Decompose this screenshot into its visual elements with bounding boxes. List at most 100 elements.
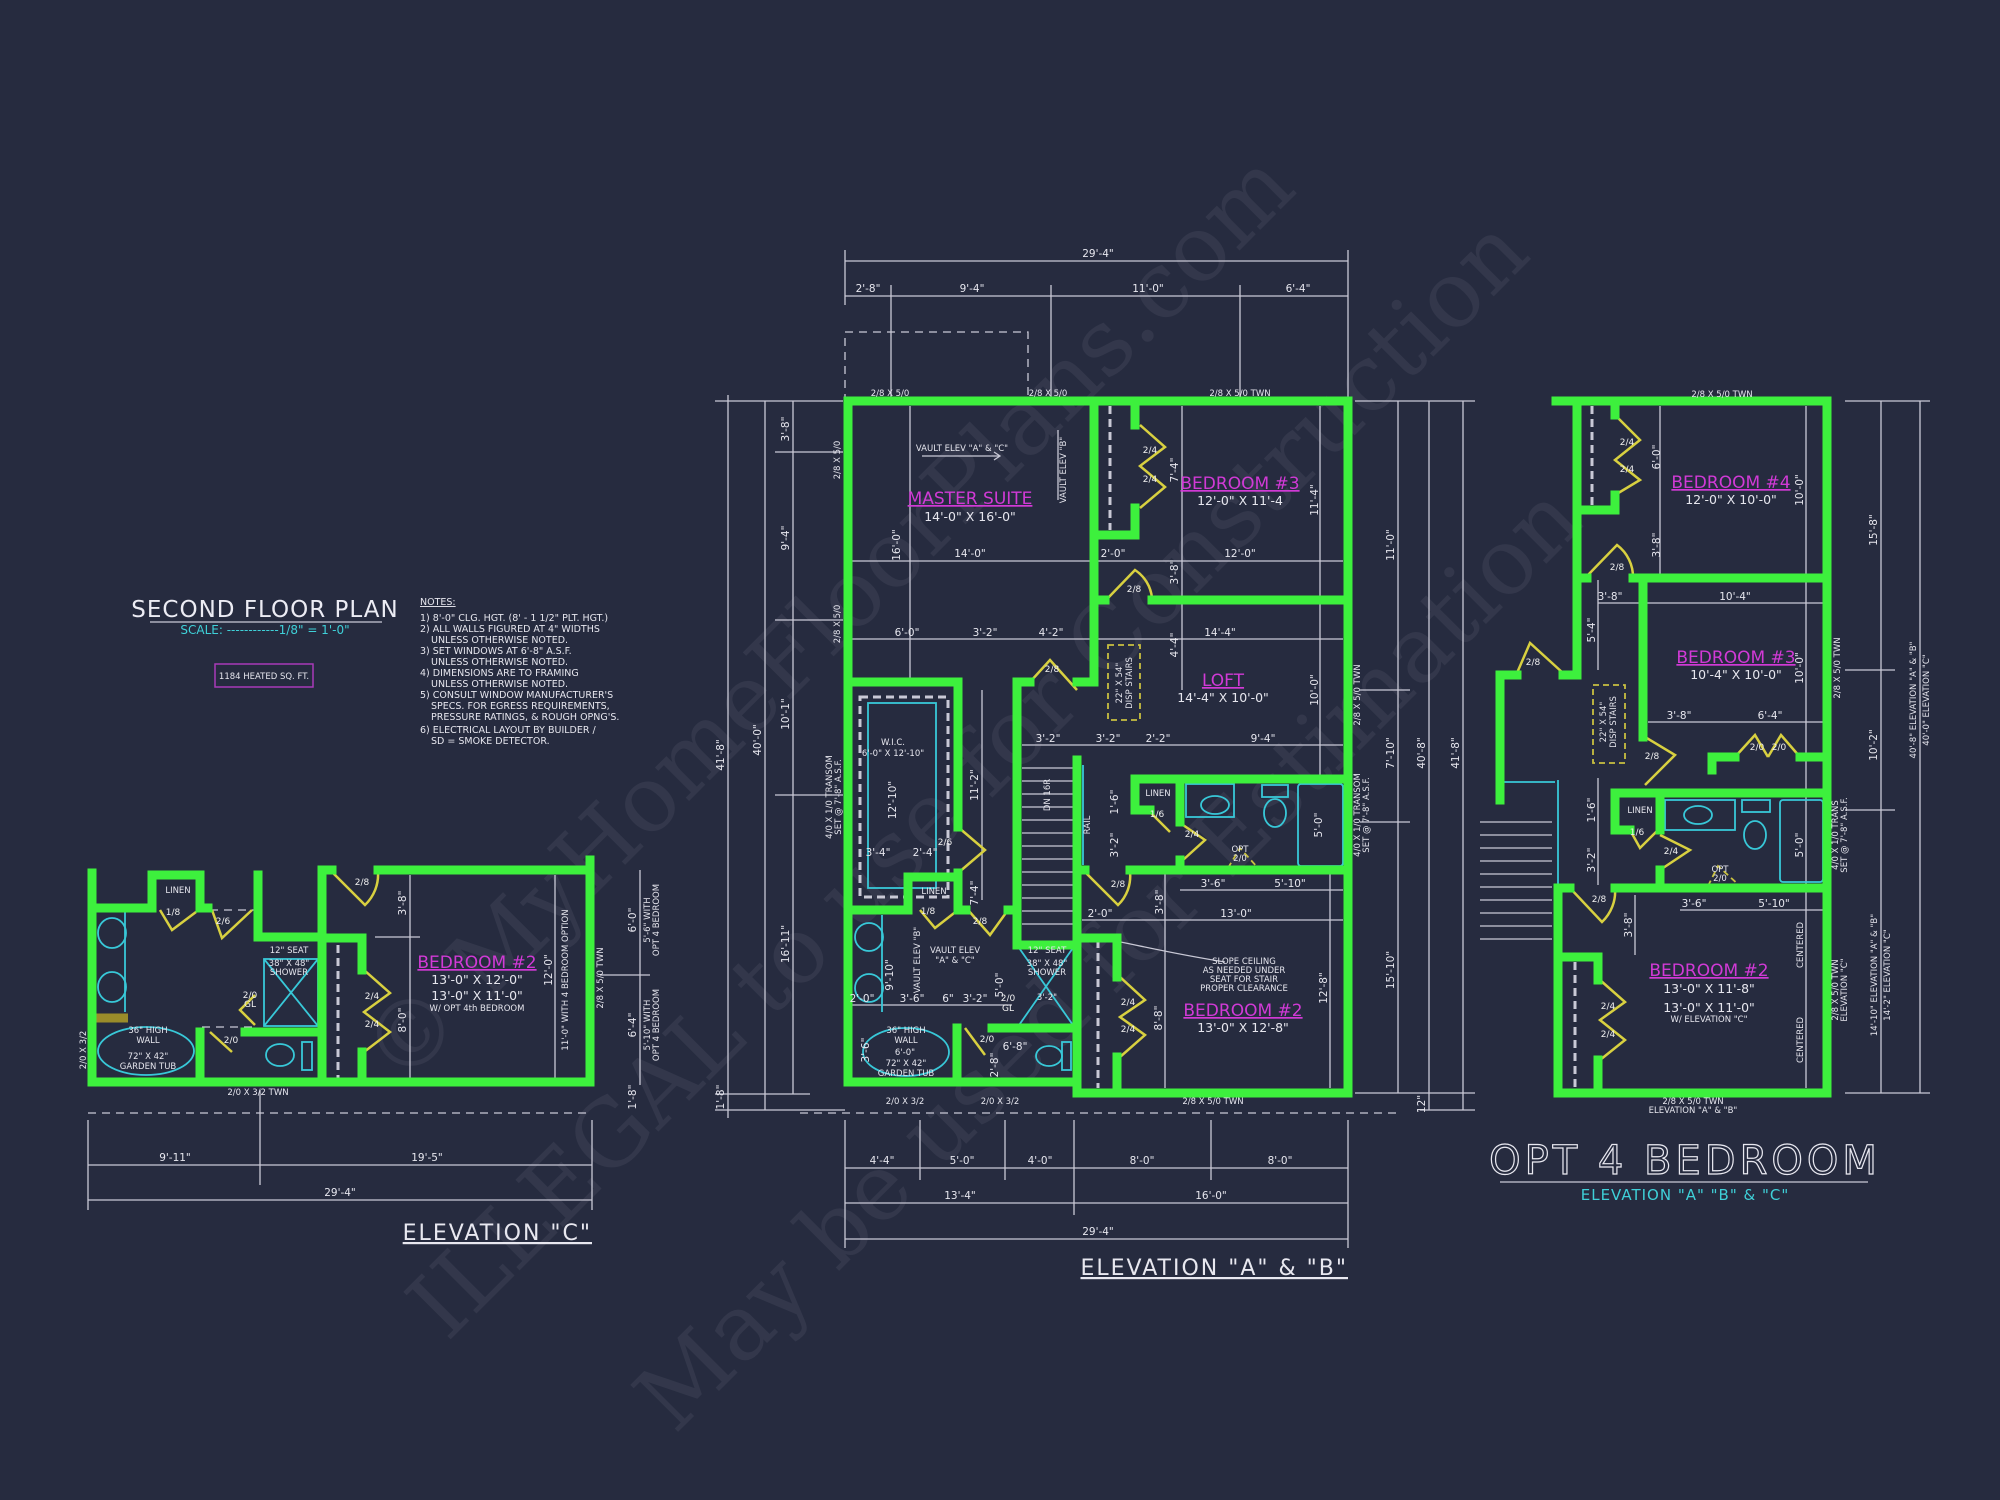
fixtures bbox=[854, 406, 1344, 1088]
plan-ab-annotations-tub-size-label: 72" X 42" bbox=[886, 1059, 927, 1069]
plan-ab-dims-34-label: 3'-2" bbox=[1109, 833, 1121, 858]
plan-ab-doors-9-label: 2/0 bbox=[980, 1035, 995, 1045]
plan-opt4-dims-0-label: 6'-0" bbox=[1651, 445, 1663, 470]
note-line: 3) SET WINDOWS AT 6'-8" A.S.F. bbox=[420, 646, 572, 657]
plan-opt4-dims-10-label: 3'-2" bbox=[1586, 848, 1598, 873]
plan-ab-windows-3-label: 2/8 X 5/0 bbox=[833, 441, 843, 480]
note-line: UNLESS OTHERWISE NOTED. bbox=[431, 679, 568, 690]
plan-ab-overall-top-label: 29'-4" bbox=[1082, 248, 1114, 260]
dimension-lines bbox=[87, 870, 650, 1210]
plan-opt4-dims-3-label: 3'-8" bbox=[1598, 591, 1623, 603]
plan-ab-dims-22-label: 9'-10" bbox=[884, 959, 896, 991]
plan-c-annotations-3-label: SHOWER bbox=[270, 968, 308, 978]
plan-opt4-dims-19-label: 14'-10" ELEVATION "A" & "B" bbox=[1870, 914, 1880, 1036]
plan-c-dims-5-label: 19'-5" bbox=[411, 1152, 443, 1164]
note-line: 4) DIMENSIONS ARE TO FRAMING bbox=[420, 668, 579, 679]
walls bbox=[843, 396, 1353, 1098]
plan-ab-bottom-dims-4-label: 8'-0" bbox=[1268, 1155, 1293, 1167]
plan-opt4-dims-6-label: 10'-0" bbox=[1794, 652, 1806, 684]
scale-label: SCALE: ------------1/8" = 1'-0" bbox=[180, 623, 349, 637]
vanity-icon bbox=[1664, 799, 1736, 831]
plan-opt4-dims-2-label: 3'-8" bbox=[1651, 533, 1663, 558]
plan-ab-dims-9-label: 4'-2" bbox=[1039, 627, 1064, 639]
plan-ab-dims-19-label: 3'-4" bbox=[866, 847, 891, 859]
heated-area-label: 1184 HEATED SQ. FT. bbox=[219, 672, 309, 682]
plan-ab-left-dims-overall-label: 41'-8" bbox=[715, 739, 727, 771]
plan-ab-dims-28-label: 3'-6" bbox=[860, 1038, 872, 1063]
note-line: SPECS. FOR EGRESS REQUIREMENTS, bbox=[431, 701, 610, 712]
plan-ab-dims-38-label: 5'-10" bbox=[1274, 878, 1306, 890]
plan-opt4-windows-1-label: 2/8 X 5/0 TWN bbox=[1833, 637, 1843, 698]
plan-c-doors-3-label: 2/0 bbox=[243, 991, 258, 1001]
plan-ab-annotations-seat-label: 12" SEAT bbox=[1028, 946, 1067, 956]
fixtures bbox=[97, 909, 340, 1078]
plan-ab-rooms-loft-size-label: 14'-4" X 10'-0" bbox=[1177, 690, 1269, 705]
plan-ab-doors-11-label: 2/4 bbox=[1185, 830, 1200, 840]
note-line: 2) ALL WALLS FIGURED AT 4" WIDTHS bbox=[420, 624, 600, 635]
plan-ab-bottom-dims-2-label: 4'-0" bbox=[1028, 1155, 1053, 1167]
plan-ab-rooms-bedroom-3-size-label: 12'-0" X 11'-4 bbox=[1197, 493, 1283, 508]
plan-ab-dims-25-label: 6" bbox=[942, 993, 954, 1005]
plan-ab-left-dims-offset-label: 1'-8" bbox=[715, 1085, 727, 1110]
shower-icon bbox=[263, 958, 319, 1027]
plan-ab-bottom-dims-3-label: 8'-0" bbox=[1130, 1155, 1155, 1167]
plan-ab-doors-15-label: 2/4 bbox=[1121, 998, 1136, 1008]
plan-opt4-dims-7-label: 3'-8" bbox=[1667, 710, 1692, 722]
plan-c-bedroom-2-alt-note-label: W/ OPT 4th BEDROOM bbox=[430, 1004, 525, 1014]
plan-opt4-rooms-bedroom-2-alt-note-label: W/ ELEVATION "C" bbox=[1670, 1015, 1747, 1025]
walls bbox=[1495, 396, 1832, 1098]
plan-ab-dims-41-label: 8'-8" bbox=[1153, 1006, 1165, 1031]
plan-ab-annotations-stair-dn-label: DN 16R bbox=[1043, 779, 1053, 811]
plan-ab-annotations-vault-elev-label: VAULT ELEV bbox=[930, 946, 980, 956]
plan-ab-annotations-rail-label: RAIL bbox=[1083, 815, 1093, 834]
plan-ab-top-dims-3-label: 6'-4" bbox=[1286, 283, 1311, 295]
plan-ab-windows-6-label: SET @ 7'-8" A.S.F. bbox=[834, 759, 844, 834]
plan-ab-left-dims-segments-1-label: 9'-4" bbox=[780, 526, 792, 551]
plan-opt4-dims-13-label: 3'-6" bbox=[1682, 898, 1707, 910]
plan-c-dims-9-label: OPT 4 BEDROOM bbox=[652, 884, 662, 956]
plan-opt4-windows-7-label: ELEVATION "A" & "B" bbox=[1649, 1106, 1738, 1116]
plan-opt4-dims-4-label: 10'-4" bbox=[1719, 591, 1751, 603]
plan-c-dims-4-label: 9'-11" bbox=[159, 1152, 191, 1164]
plan-opt4-dims-8-label: 6'-4" bbox=[1758, 710, 1783, 722]
plan-ab-doors-16-label: 2/4 bbox=[1121, 1025, 1136, 1035]
plan-opt4-windows-0-label: 2/8 X 5/0 TWN bbox=[1691, 390, 1752, 400]
plan-ab-dims-32-label: 3'-2" bbox=[1037, 993, 1057, 1003]
plan-ab-annotations-shower-size-label: 38" X 48" bbox=[1027, 959, 1068, 969]
plan-opt4-annotations-1-label: 22" X 54" bbox=[1599, 702, 1609, 743]
plan-c-dims-3-label: 11'-0" WITH 4 BEDROOM OPTION bbox=[561, 909, 571, 1050]
plan-c-doors-5-label: 2/0 bbox=[224, 1036, 239, 1046]
plan-elevation-ab: ELEVATION "A" & "B" bbox=[715, 250, 1475, 1281]
watermark-line-2: ILLEGAL to use for Construction bbox=[387, 197, 1548, 1358]
plan-opt4-dims-12-label: 3'-8" bbox=[1623, 913, 1635, 938]
plan-c-dims-12-label: OPT 4 BEDROOM bbox=[652, 989, 662, 1061]
plan-ab-dims-5-label: 11'-4" bbox=[1309, 484, 1321, 516]
plan-ab-doors-4-label: 2/6 bbox=[938, 838, 953, 848]
plan-opt4-doors-0-label: 2/4 bbox=[1620, 438, 1635, 448]
plan-ab-dims-6-label: 3'-8" bbox=[1169, 560, 1181, 585]
vanity-icon bbox=[1185, 783, 1235, 818]
plan-ab-rooms-bedroom-3-name-label: BEDROOM #3 bbox=[1180, 474, 1299, 494]
note-line: UNLESS OTHERWISE NOTED. bbox=[431, 635, 568, 646]
plan-ab-bottom-sub-0-label: 13'-4" bbox=[944, 1190, 976, 1202]
toilet-icon bbox=[265, 1043, 295, 1067]
plan-ab-annotations-vault-b-bath-label: VAULT ELEV "B" bbox=[913, 927, 923, 994]
disappearing-stairs bbox=[1592, 684, 1626, 764]
sink-icon bbox=[97, 971, 127, 1003]
plan-ab-doors-13-label: 2/0 bbox=[1233, 854, 1247, 864]
plan-ab-windows-0-label: 2/8 X 5/0 bbox=[871, 389, 910, 399]
plan-opt4-dims-5-label: 5'-4" bbox=[1586, 618, 1598, 643]
plan-c-dims-10-label: 6'-4" bbox=[627, 1013, 639, 1038]
plan-c-dims-2-label: 12'-0" bbox=[543, 954, 555, 986]
plan-opt4-rooms-bedroom-2-size-label: 13'-0" X 11'-8" bbox=[1663, 981, 1755, 996]
notes-heading: NOTES: bbox=[420, 597, 456, 608]
note-line: 1) 8'-0" CLG. HGT. (8' - 1 1/2" PLT. HGT… bbox=[420, 613, 608, 624]
plan-ab-left-dims-wall-label: 40'-0" bbox=[752, 724, 764, 756]
plan-ab-overall-bottom-label: 29'-4" bbox=[1082, 1226, 1114, 1238]
plan-opt4-rooms-bedroom-2-alt-size-label: 13'-0" X 11'-0" bbox=[1663, 1000, 1755, 1015]
sink-icon bbox=[97, 917, 127, 949]
walls bbox=[87, 855, 595, 1087]
plan-c-windows-1-label: 2/0 X 3/2 bbox=[79, 1031, 89, 1070]
toilet-icon bbox=[1743, 820, 1767, 850]
plan-c-annotations-4-label: 36" HIGH bbox=[128, 1026, 167, 1036]
